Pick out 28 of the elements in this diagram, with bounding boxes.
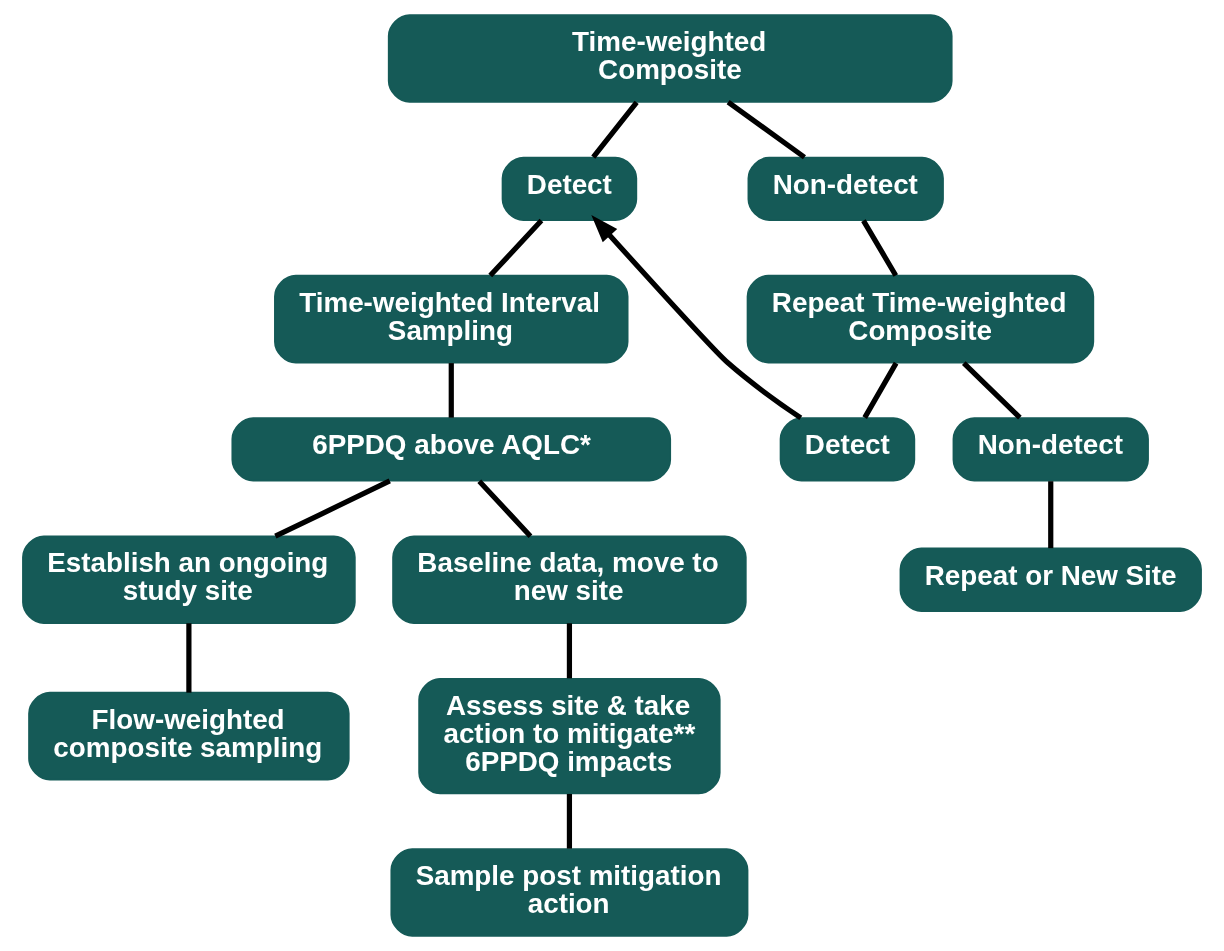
connector (566, 793, 573, 849)
connector (726, 100, 806, 160)
connector (591, 100, 639, 159)
connector (488, 218, 544, 278)
node-box: Repeat Time-weighted Composite (746, 274, 1095, 364)
connector (1048, 481, 1054, 549)
node-box: Non-detect (952, 417, 1149, 482)
connector (962, 361, 1022, 420)
node-box: Baseline data, move to new site (392, 535, 747, 625)
node-box: Non-detect (747, 156, 944, 221)
connector (566, 623, 573, 679)
node-box: Detect (779, 417, 916, 482)
node-box: Time-weighted Interval Sampling (274, 274, 629, 364)
connector (861, 219, 899, 277)
connector (186, 623, 192, 693)
connector (448, 363, 454, 418)
connector (862, 361, 899, 419)
node-box: Time-weighted Composite (387, 14, 953, 103)
node-box: Assess site & take action to mitigate** 6PPDQ impacts (418, 677, 721, 795)
node-box: Detect (501, 156, 638, 221)
connector (477, 479, 533, 538)
node-box: Repeat or New Site (899, 547, 1202, 612)
node-box: Establish an ongoing study site (22, 535, 356, 625)
node-box: Sample post mitigation action (390, 848, 749, 937)
node-box: 6PPDQ above AQLC* (231, 417, 672, 482)
node-box: Flow-weighted composite sampling (28, 691, 350, 781)
arrow (591, 214, 803, 421)
connector (274, 478, 391, 539)
